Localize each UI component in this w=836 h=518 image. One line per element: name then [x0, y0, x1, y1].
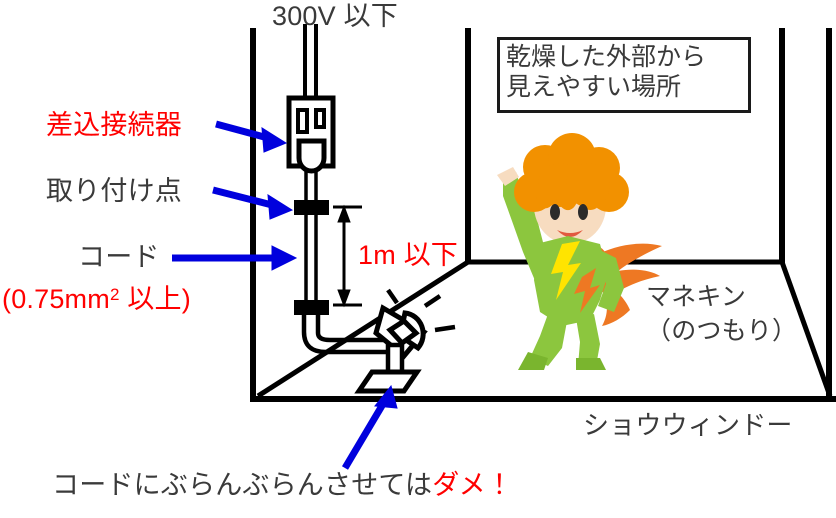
light-ray-1: [386, 288, 399, 305]
mannequin-raised-hand: [497, 167, 519, 186]
cord-spec-suffix: 以上): [119, 284, 191, 314]
arrow-to-lamp-base: [341, 384, 398, 470]
attachment-point-label: 取り付け点: [46, 176, 182, 206]
mannequin-right-arm: [598, 250, 624, 312]
mannequin-right-leg: [576, 314, 600, 366]
floor-diagonal-right: [779, 261, 833, 397]
mannequin-label-line-2: （のつもり）: [646, 317, 798, 345]
warning-caption-text: コードにぶらんぶらんさせては: [52, 470, 433, 500]
voltage-title-label: 300V 以下: [272, 1, 398, 31]
mannequin-eye-right: [578, 204, 588, 220]
callout-box-line-1: 乾燥した外部から: [506, 43, 707, 71]
plug-connector-label: 差込接続器: [46, 110, 182, 140]
warning-caption-emphasis: ダメ！: [432, 470, 514, 500]
attachment-point-clamp: [294, 200, 329, 215]
arrow-base-head: [374, 384, 398, 409]
cord-label: コード: [78, 242, 160, 272]
arrow-plug-head: [261, 127, 288, 153]
arrow-plug-shaft: [215, 120, 269, 142]
mannequin-chest-accent: [551, 241, 581, 300]
mannequin-torso: [534, 236, 608, 326]
plug-slot-right: [314, 108, 326, 129]
cord-and-plug-assembly: [286, 24, 400, 355]
mannequin-graphic: [497, 133, 662, 370]
spotlight-fixture: [354, 288, 456, 394]
mannequin-hair: [514, 133, 629, 212]
mannequin-left-leg: [530, 314, 568, 366]
cord-spec-prefix: (0.75mm: [2, 284, 110, 314]
mannequin-label-line-1: マネキン: [646, 283, 747, 311]
dimension-1m-marker: [333, 204, 362, 308]
arrow-attach-shaft: [212, 186, 273, 209]
hair-fringe: [536, 184, 609, 211]
arrow-to-plug-connector: [215, 120, 288, 153]
dimension-arrowhead-up: [337, 204, 351, 223]
dimension-1m-label: 1m 以下: [358, 240, 459, 270]
show-window-label: ショウウィンドー: [583, 410, 793, 440]
warning-caption: コードにぶらんぶらんさせてはダメ！: [52, 470, 513, 500]
callout-arrows: [172, 120, 398, 470]
lower-clamp: [294, 300, 329, 315]
cord-bend-inner: [315, 313, 400, 343]
mannequin-left-foot: [518, 352, 548, 370]
mannequin-flame-accent: [574, 268, 600, 313]
cord-bend-outer: [301, 313, 398, 355]
lamp-light-rays: [386, 288, 456, 333]
cord-spec-superscript: 2: [109, 285, 120, 304]
callout-box-line-2: 見えやすい場所: [506, 72, 682, 101]
mannequin-right-foot: [576, 358, 606, 370]
arrow-to-cord: [172, 245, 298, 271]
arrow-to-attachment-point: [212, 186, 294, 220]
cord-spec-label: (0.75mm2 以上): [2, 284, 191, 314]
dimension-arrowhead-down: [337, 289, 351, 308]
arrow-cord-head: [271, 245, 298, 271]
lamp-base-plate: [354, 369, 422, 394]
light-ray-2: [423, 294, 442, 308]
mannequin-mouth: [557, 230, 583, 237]
callout-box: 乾燥した外部から 見えやすい場所: [497, 37, 751, 113]
floor-diagonal-left: [256, 259, 470, 399]
plug-cap: [296, 138, 327, 174]
plug-slot-left: [296, 108, 309, 134]
mannequin-eye-left: [550, 204, 560, 220]
lamp-swivel-joint: [386, 317, 420, 347]
light-ray-3: [434, 324, 456, 333]
arrow-attach-head: [267, 194, 294, 220]
arrow-base-shaft: [341, 402, 387, 470]
